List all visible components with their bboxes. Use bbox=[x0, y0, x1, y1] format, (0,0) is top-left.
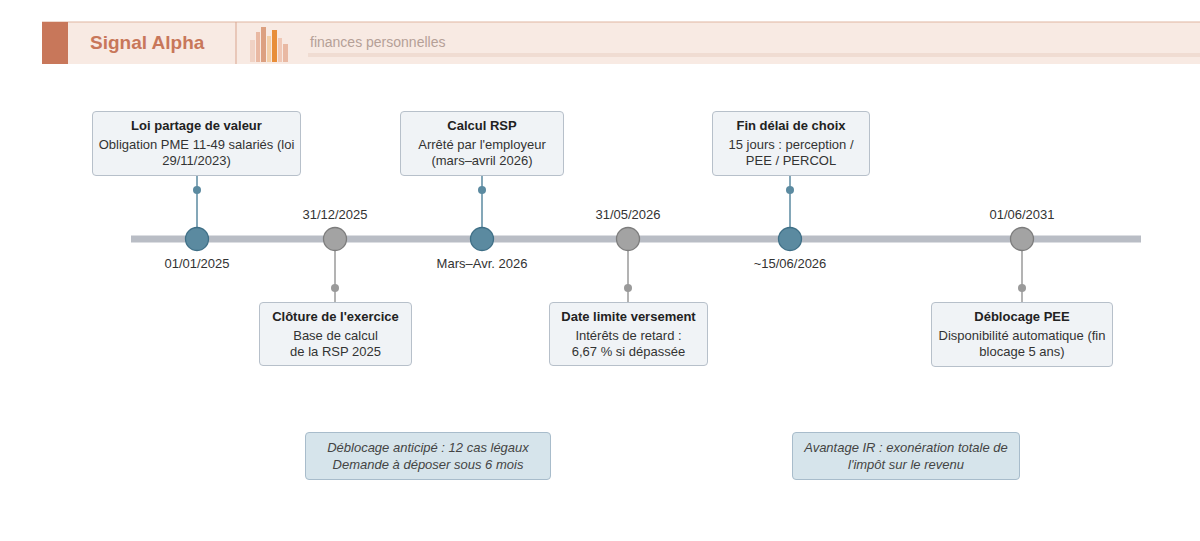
leader-line bbox=[481, 176, 483, 227]
milestone-circle bbox=[1010, 227, 1034, 251]
milestone-date: 01/01/2025 bbox=[164, 256, 229, 272]
brand-title: Signal Alpha bbox=[90, 30, 204, 56]
event-box: Clôture de l'exerciceBase de calcul de l… bbox=[259, 302, 412, 366]
event-detail: Obligation PME 11-49 salariés (loi 29/11… bbox=[99, 137, 295, 169]
milestone-circle bbox=[185, 227, 209, 251]
milestone-date: Mars–Avr. 2026 bbox=[437, 256, 528, 272]
event-box: Déblocage PEE Disponibilité automatique (… bbox=[931, 302, 1113, 367]
leader-line bbox=[334, 251, 336, 302]
event-detail: 15 jours : perception / PEE / PERCOL bbox=[719, 137, 863, 169]
leader-dot bbox=[478, 186, 486, 194]
event-detail: Disponibilité automatique (fin blocage 5… bbox=[938, 328, 1106, 360]
timeline-milestone: 31/12/2025 bbox=[323, 227, 347, 251]
event-heading: Calcul RSP bbox=[447, 117, 516, 135]
milestone-shape bbox=[471, 228, 494, 251]
milestone-shape bbox=[324, 228, 347, 251]
event-heading: Déblocage PEE bbox=[974, 308, 1069, 326]
event-box: Calcul RSP Arrêté par l'employeur (mars–a… bbox=[400, 111, 564, 176]
header-underline bbox=[308, 53, 1200, 57]
leader-line bbox=[196, 176, 198, 227]
header-subtitle: finances personnelles bbox=[310, 33, 445, 51]
note-box: Avantage IR : exonération totale de l'im… bbox=[792, 432, 1020, 480]
timeline-milestone: 31/05/2026 bbox=[616, 227, 640, 251]
bar-icon bbox=[250, 27, 288, 62]
milestone-date: 01/06/2031 bbox=[989, 207, 1054, 223]
header-separator bbox=[236, 22, 237, 64]
event-heading: Date limite versement bbox=[561, 308, 695, 326]
milestone-shape bbox=[186, 228, 209, 251]
leader-group bbox=[331, 251, 339, 302]
leader-dot bbox=[786, 186, 794, 194]
milestone-circle bbox=[616, 227, 640, 251]
header-band bbox=[42, 22, 1200, 64]
leader-group bbox=[624, 251, 632, 302]
timeline-milestone: 01/06/2031 bbox=[1010, 227, 1034, 251]
leader-group bbox=[193, 176, 201, 227]
milestone-circle bbox=[778, 227, 802, 251]
event-heading: Fin délai de choix bbox=[736, 117, 845, 135]
leader-group bbox=[786, 176, 794, 227]
milestone-circle bbox=[470, 227, 494, 251]
leader-line bbox=[1021, 251, 1023, 302]
milestone-date: 31/12/2025 bbox=[302, 207, 367, 223]
leader-dot bbox=[624, 284, 632, 292]
leader-dot bbox=[193, 186, 201, 194]
milestone-shape bbox=[779, 228, 802, 251]
header-rule bbox=[42, 21, 1200, 22]
milestone-date: 31/05/2026 bbox=[595, 207, 660, 223]
milestone-shape bbox=[1011, 228, 1034, 251]
milestone-shape bbox=[617, 228, 640, 251]
leader-dot bbox=[331, 284, 339, 292]
event-box: Loi partage de valeurObligation PME 11-4… bbox=[92, 111, 301, 176]
event-detail: Arrêté par l'employeur (mars–avril 2026) bbox=[406, 137, 558, 169]
leader-group bbox=[478, 176, 486, 227]
leader-group bbox=[1018, 251, 1026, 302]
note-box: Déblocage anticipé : 12 cas légaux Deman… bbox=[305, 432, 551, 480]
note-text: Avantage IR : exonération totale de l'im… bbox=[799, 439, 1013, 473]
event-box: Fin délai de choix 15 jours : perception … bbox=[712, 111, 870, 176]
leader-dot bbox=[1018, 284, 1026, 292]
note-text: Déblocage anticipé : 12 cas légaux Deman… bbox=[311, 439, 545, 473]
timeline-milestone: ~15/06/2026 bbox=[778, 227, 802, 251]
milestone-circle bbox=[323, 227, 347, 251]
timeline-milestone: Mars–Avr. 2026 bbox=[470, 227, 494, 251]
event-heading: Clôture de l'exercice bbox=[272, 308, 399, 326]
timeline-milestone: 01/01/2025 bbox=[185, 227, 209, 251]
milestone-date: ~15/06/2026 bbox=[754, 256, 827, 272]
event-detail: Base de calcul de la RSP 2025 bbox=[286, 328, 386, 360]
leader-line bbox=[789, 176, 791, 227]
event-box: Date limite versementIntérêts de retard … bbox=[549, 302, 708, 366]
event-heading: Loi partage de valeur bbox=[131, 117, 262, 135]
event-detail: Intérêts de retard : 6,67 % si dépassée bbox=[566, 328, 692, 360]
header-accent bbox=[42, 22, 68, 64]
leader-line bbox=[627, 251, 629, 302]
